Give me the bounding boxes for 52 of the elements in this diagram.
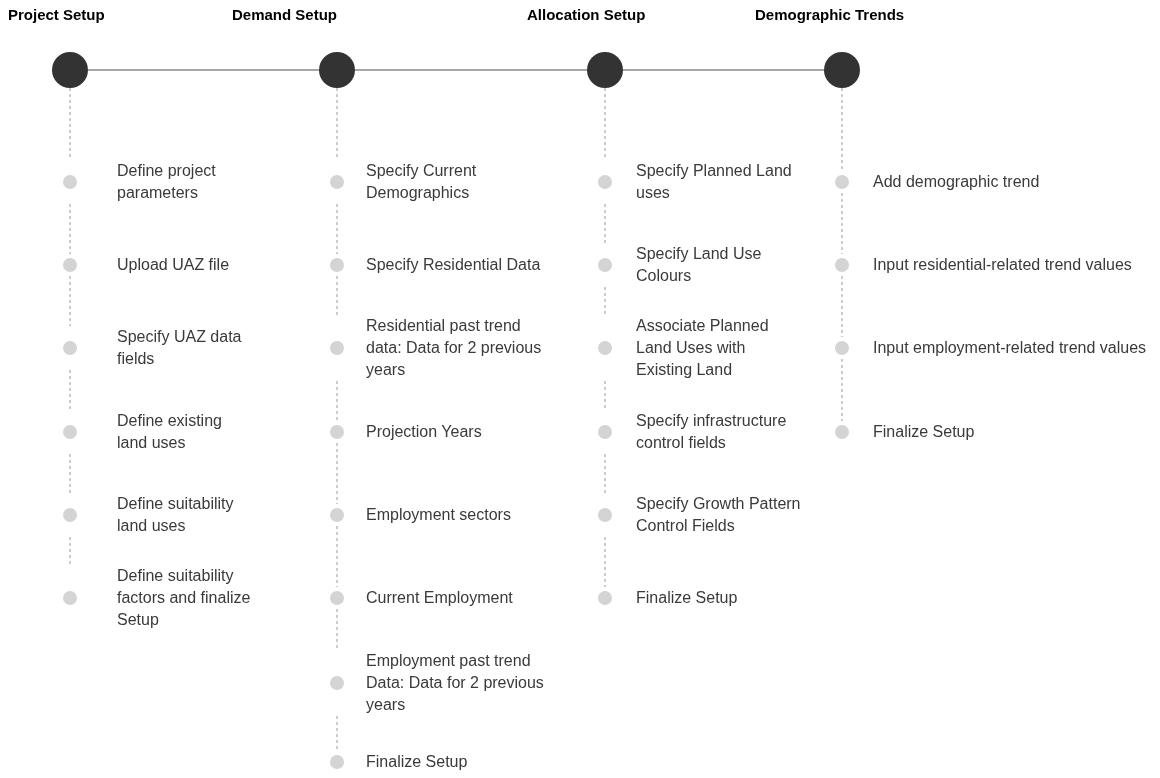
step-label: Specify infrastructure control fields (636, 411, 788, 453)
step-label: Input residential-related trend values (873, 255, 1133, 275)
step-label: Define existing land uses (117, 411, 223, 453)
step-label: Specify UAZ data fields (117, 327, 243, 369)
step-label: Specify Residential Data (366, 255, 542, 275)
step-label: Upload UAZ file (117, 255, 231, 275)
dashed-connector (69, 203, 71, 255)
dashed-connector (604, 536, 606, 588)
dashed-connector (69, 453, 71, 494)
step-label: Specify Current Demographics (366, 161, 478, 203)
step-label: Projection Years (366, 422, 483, 442)
dashed-connector (841, 192, 843, 255)
dashed-connector (604, 286, 606, 316)
dashed-connector (336, 715, 338, 752)
step-label: Specify Growth Pattern Control Fields (636, 494, 801, 536)
stage-heading: Allocation Setup (527, 5, 646, 25)
timeline-line (354, 69, 588, 71)
dashed-connector (841, 358, 843, 422)
dashed-connector (336, 380, 338, 422)
dashed-connector (604, 453, 606, 494)
step-label: Residential past trend data: Data for 2 previous years (366, 316, 543, 380)
stage-heading: Project Setup (8, 5, 105, 25)
step-label: Current Employment (366, 588, 514, 608)
dashed-connector (336, 442, 338, 505)
dashed-connector (336, 525, 338, 588)
step-label: Add demographic trend (873, 172, 1041, 192)
dashed-connector (336, 275, 338, 316)
step-label: Define suitability land uses (117, 494, 235, 536)
timeline-line (87, 69, 320, 71)
dashed-connector (336, 608, 338, 651)
dashed-connector (69, 369, 71, 411)
step-label: Specify Planned Land uses (636, 161, 793, 203)
dashed-connector (841, 87, 843, 172)
dashed-connector (69, 536, 71, 566)
stage-heading: Demographic Trends (755, 5, 905, 25)
stage-heading: Demand Setup (232, 5, 337, 25)
dashed-connector (841, 275, 843, 338)
step-label: Define suitability factors and finalize Setup (117, 566, 252, 630)
step-label: Finalize Setup (366, 752, 469, 772)
step-label: Finalize Setup (873, 422, 976, 442)
step-label: Input employment-related trend values (873, 338, 1148, 358)
step-label: Employment sectors (366, 505, 512, 525)
step-label: Specify Land Use Colours (636, 244, 763, 286)
step-label: Define project parameters (117, 161, 217, 203)
step-label: Finalize Setup (636, 588, 739, 608)
step-label: Employment past trend Data: Data for 2 previous years (366, 651, 545, 715)
dashed-connector (604, 380, 606, 411)
step-label: Associate Planned Land Uses with Existing Land (636, 316, 770, 380)
dashed-connector (69, 275, 71, 327)
dashed-connector (604, 203, 606, 244)
dashed-connector (336, 203, 338, 255)
timeline-line (622, 69, 825, 71)
